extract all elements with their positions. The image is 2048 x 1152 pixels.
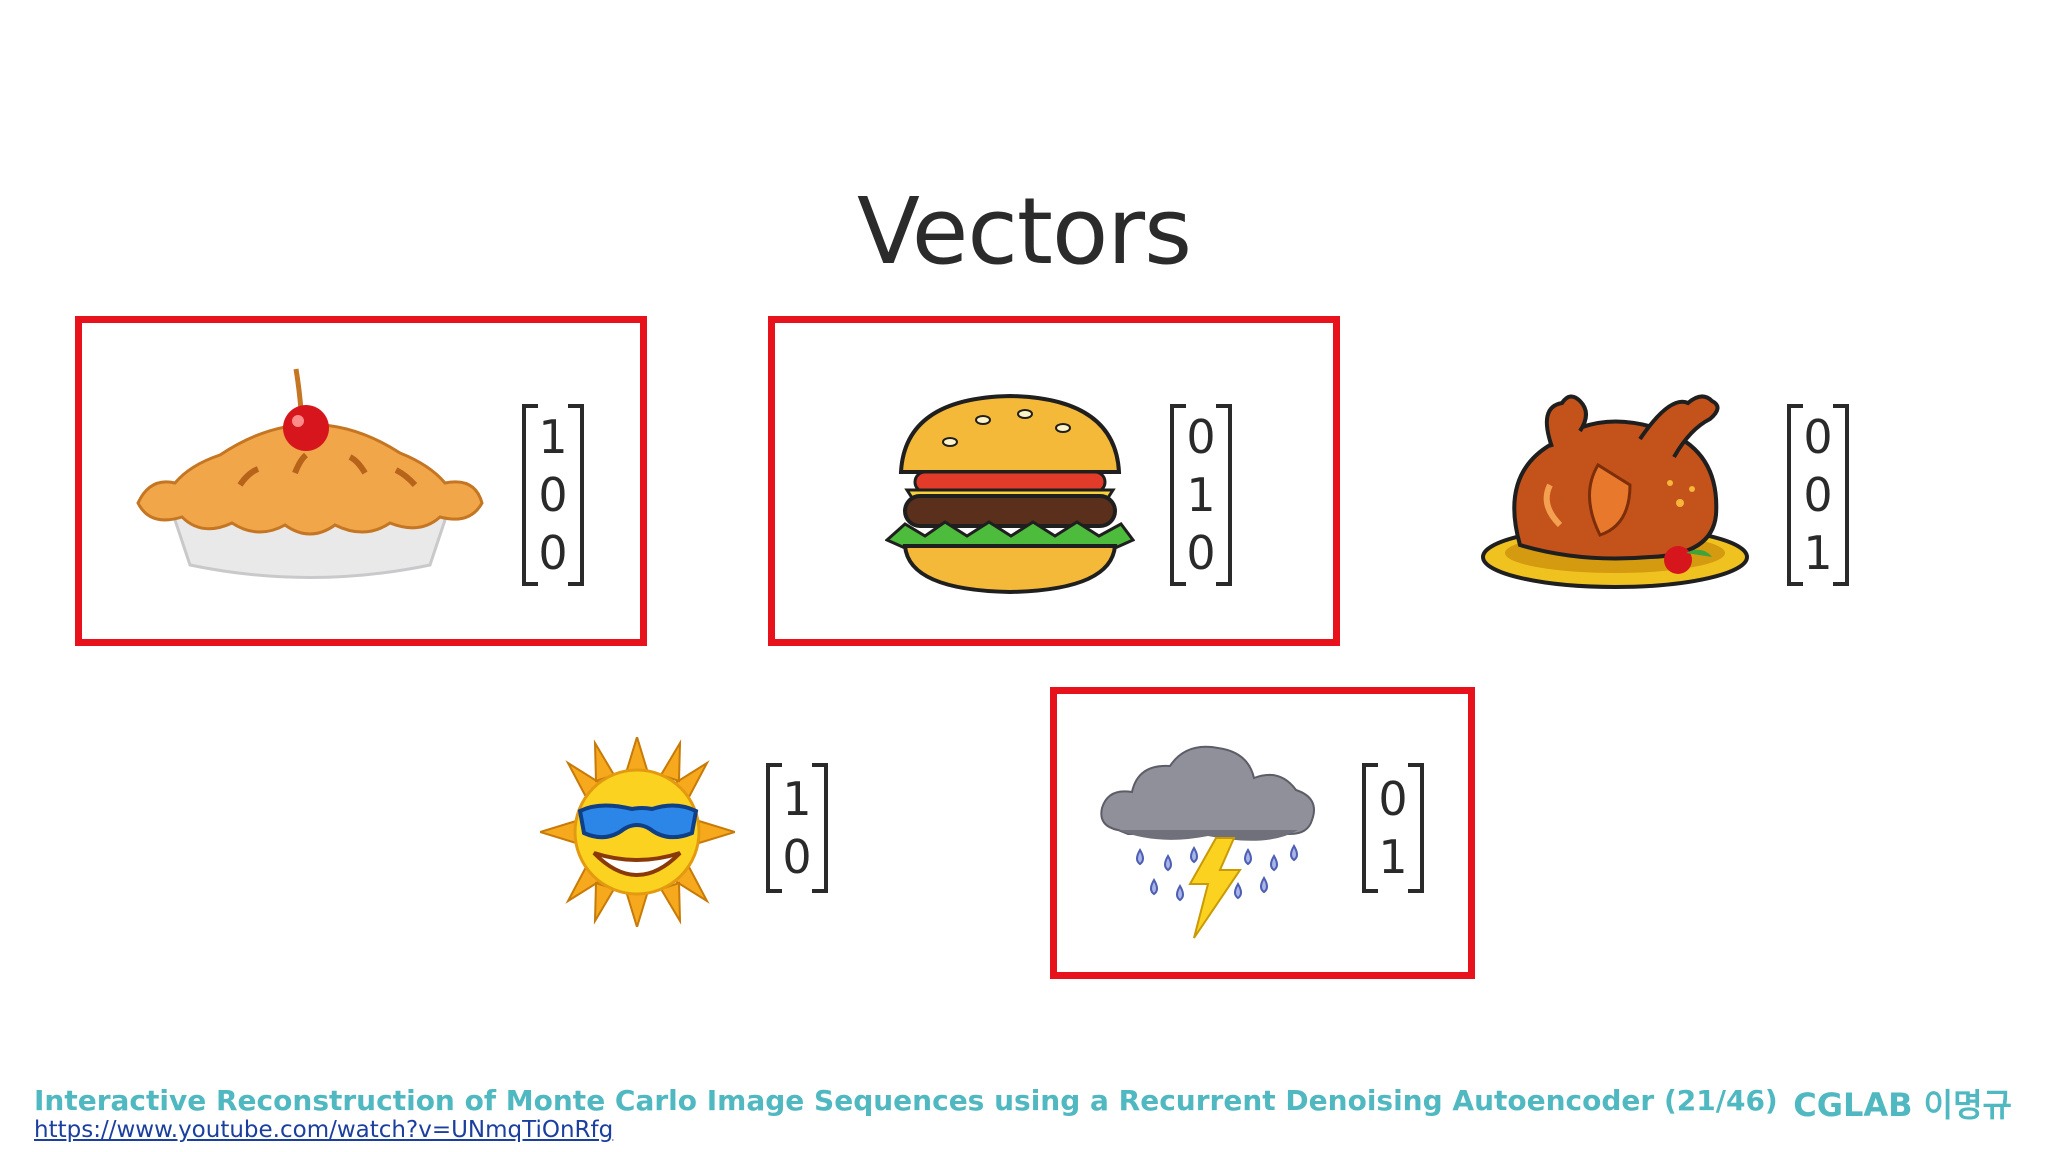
- slide-title: Vectors: [856, 178, 1192, 285]
- highlight-box-pie: [75, 316, 647, 646]
- vector-burger-entry-2: 1: [1186, 468, 1216, 522]
- vector-sun-entry-2: 0: [782, 830, 812, 884]
- sun-icon: [536, 733, 739, 931]
- vector-pie-entry-2: 0: [538, 468, 568, 522]
- pie-icon: [130, 365, 490, 599]
- vector-pie-entry-3: 0: [538, 526, 568, 580]
- footer-author: CGLAB 이명규: [1793, 1086, 2012, 1124]
- vector-burger: 0 1 0: [1170, 404, 1232, 586]
- vector-sun-entry-1: 1: [782, 772, 812, 826]
- vector-chicken-entry-2: 0: [1803, 468, 1833, 522]
- footer-video-link[interactable]: https://www.youtube.com/watch?v=UNmqTiOn…: [34, 1117, 614, 1143]
- highlight-box-storm: [1050, 687, 1475, 979]
- storm-cloud-icon: [1098, 738, 1318, 947]
- vector-burger-entry-1: 0: [1186, 410, 1216, 464]
- vector-chicken: 0 0 1: [1787, 404, 1849, 586]
- vector-chicken-entry-3: 1: [1803, 526, 1833, 580]
- vector-storm: 0 1: [1362, 763, 1424, 893]
- vector-chicken-entry-1: 0: [1803, 410, 1833, 464]
- vector-storm-entry-2: 1: [1378, 830, 1408, 884]
- vector-storm-entry-1: 0: [1378, 772, 1408, 826]
- roast-chicken-icon: [1480, 385, 1750, 609]
- footer-title: Interactive Reconstruction of Monte Carl…: [34, 1084, 1778, 1117]
- vector-burger-entry-3: 0: [1186, 526, 1216, 580]
- vector-pie: 1 0 0: [522, 404, 584, 586]
- vector-pie-entry-1: 1: [538, 410, 568, 464]
- highlight-box-burger: [768, 316, 1340, 646]
- vector-sun: 1 0: [766, 763, 828, 893]
- burger-icon: [884, 390, 1136, 604]
